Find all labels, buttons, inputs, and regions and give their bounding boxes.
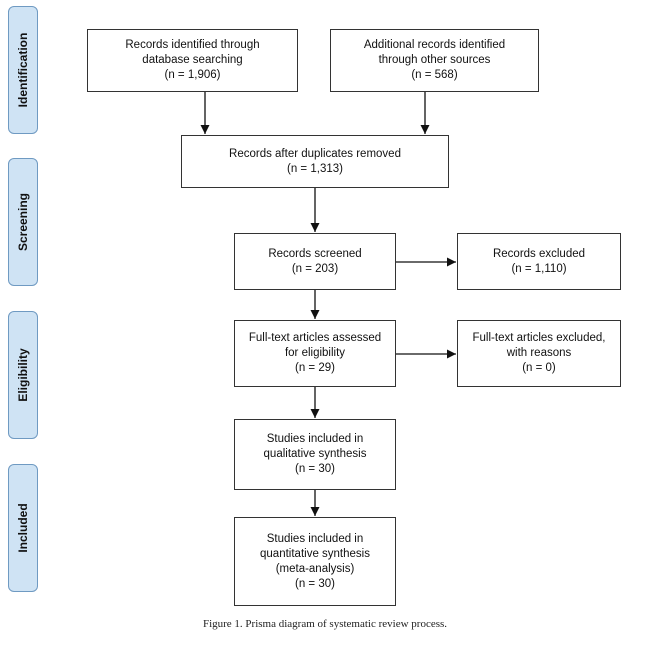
box-database-records-text: Records identified through database sear… bbox=[125, 39, 260, 81]
box-fulltext-assessed-text: Full-text articles assessed for eligibil… bbox=[248, 332, 382, 374]
box-qualitative-synthesis: Studies included in qualitative synthesi… bbox=[234, 419, 396, 490]
box-records-excluded: Records excluded (n = 1,110) bbox=[457, 233, 621, 290]
box-quantitative-synthesis: Studies included in quantitative synthes… bbox=[234, 517, 396, 606]
box-records-screened-text: Records screened (n = 203) bbox=[268, 247, 362, 275]
box-other-sources-records: Additional records identified through ot… bbox=[330, 29, 539, 92]
stage-identification: Identification bbox=[8, 6, 38, 134]
figure-caption: Figure 1. Prisma diagram of systematic r… bbox=[202, 618, 448, 630]
stage-screening: Screening bbox=[8, 158, 38, 286]
box-qualitative-synthesis-text: Studies included in qualitative synthesi… bbox=[263, 433, 367, 475]
box-quantitative-synthesis-text: Studies included in quantitative synthes… bbox=[260, 532, 370, 590]
stage-included: Included bbox=[8, 464, 38, 592]
box-records-screened: Records screened (n = 203) bbox=[234, 233, 396, 290]
box-other-sources-records-text: Additional records identified through ot… bbox=[363, 39, 506, 81]
box-fulltext-excluded-text: Full-text articles excluded, with reason… bbox=[472, 332, 606, 374]
box-database-records: Records identified through database sear… bbox=[87, 29, 298, 92]
box-fulltext-excluded: Full-text articles excluded, with reason… bbox=[457, 320, 621, 387]
box-after-duplicates: Records after duplicates removed (n = 1,… bbox=[181, 135, 449, 188]
box-after-duplicates-text: Records after duplicates removed (n = 1,… bbox=[229, 147, 401, 175]
box-records-excluded-text: Records excluded (n = 1,110) bbox=[492, 247, 586, 275]
box-fulltext-assessed: Full-text articles assessed for eligibil… bbox=[234, 320, 396, 387]
stage-eligibility: Eligibility bbox=[8, 311, 38, 439]
